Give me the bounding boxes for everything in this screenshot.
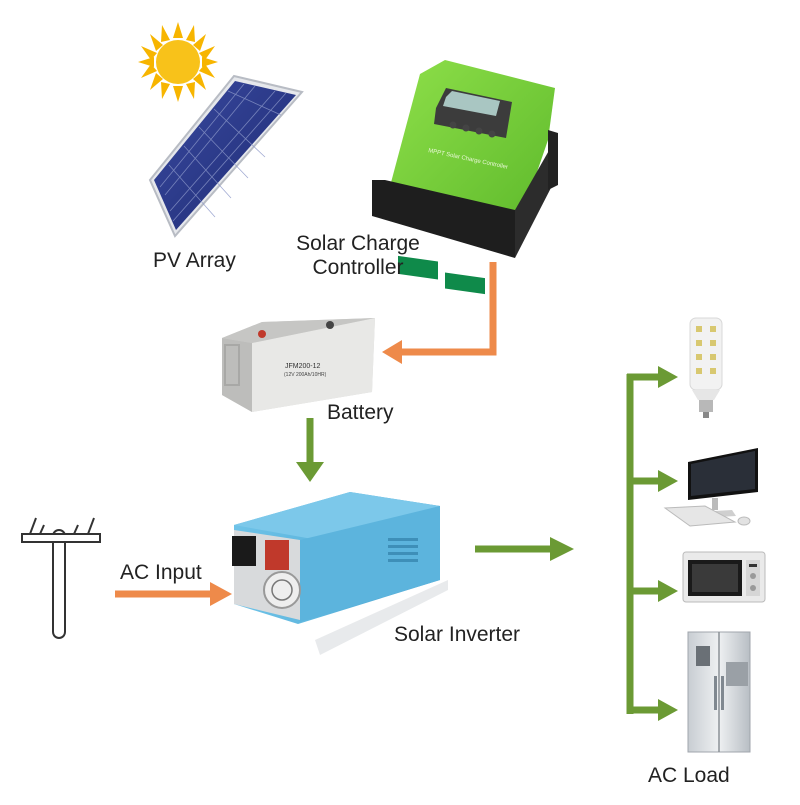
refrigerator-icon (687, 631, 751, 753)
battery-icon: JFM200-12 (12V 200Ah/10HR) (222, 318, 375, 412)
battery-model-text: JFM200-12 (285, 363, 321, 370)
charge-controller-label-line1: Solar Charge (296, 232, 420, 255)
inverter-icon (232, 492, 448, 655)
charge-controller-icon: MPPT Solar Charge Controller (372, 60, 558, 295)
inverter-to-load-arrow (475, 537, 574, 561)
microwave-icon (682, 551, 766, 603)
controller-to-battery-arrow (382, 262, 497, 364)
charge-controller-label: Solar Charge Controller (278, 232, 438, 280)
light-bulb-icon (689, 317, 723, 418)
battery-label: Battery (327, 401, 394, 424)
sun-icon (138, 22, 218, 102)
battery-to-inverter-arrow (296, 418, 324, 482)
charge-controller-label-line2: Controller (312, 256, 404, 279)
utility-pole-icon (21, 517, 101, 639)
solar-panel-icon (148, 74, 304, 238)
ac-input-label: AC Input (120, 561, 202, 584)
pv-array-label: PV Array (153, 249, 236, 272)
solar-inverter-label: Solar Inverter (394, 623, 521, 646)
battery-spec-text: (12V 200Ah/10HR) (284, 372, 327, 378)
ac-load-label: AC Load (648, 764, 730, 787)
computer-icon (663, 448, 758, 527)
ac-input-arrow (115, 582, 232, 606)
load-distribution-bus (626, 366, 678, 721)
